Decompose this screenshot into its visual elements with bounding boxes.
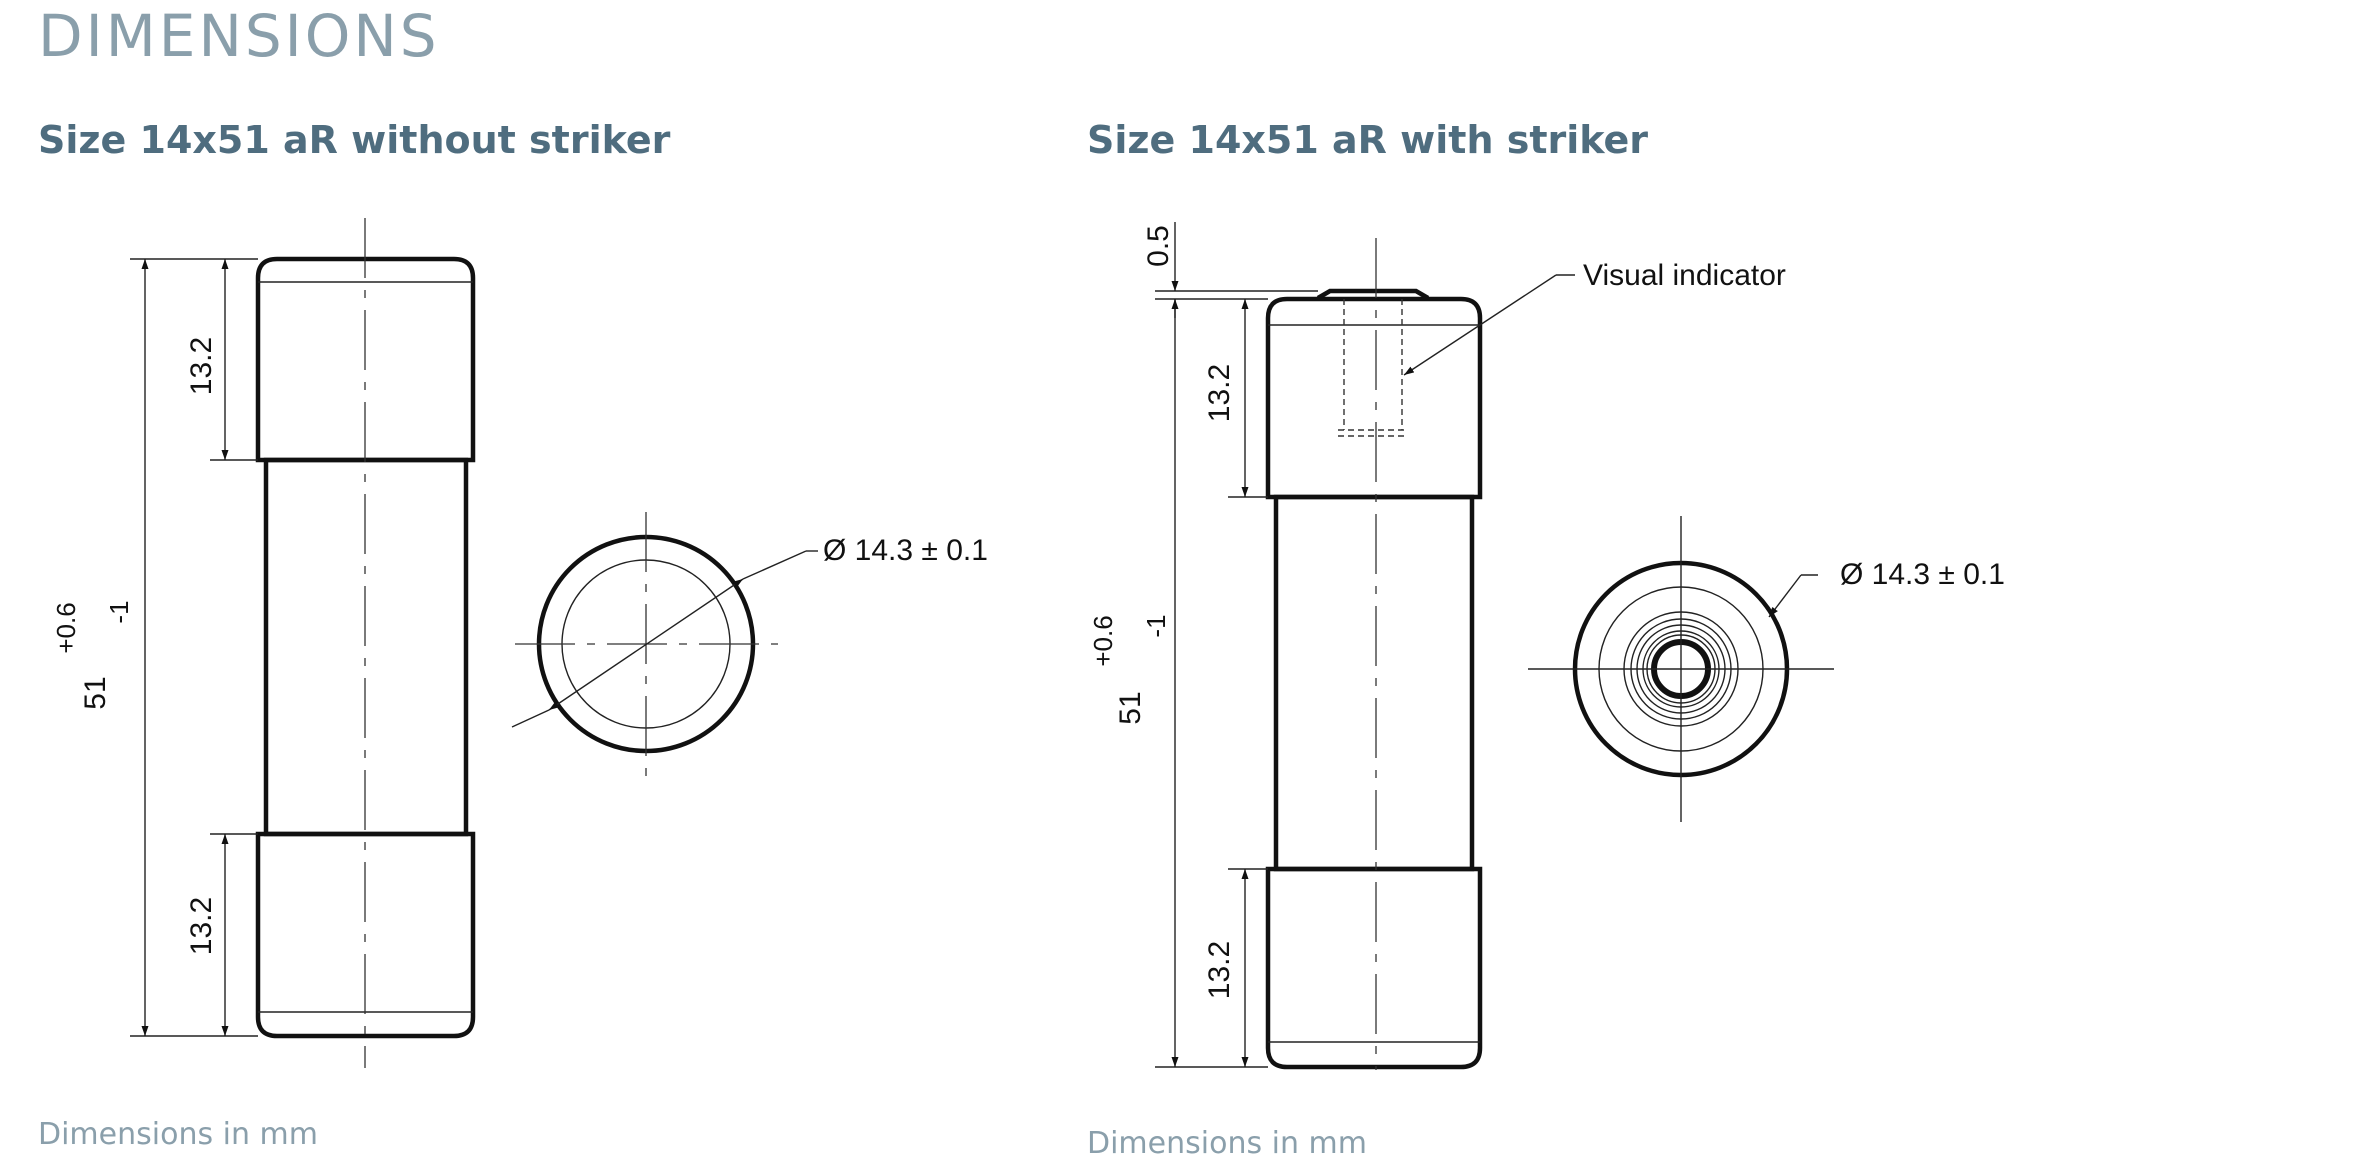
right-length-tol-plus: +0.6 (1088, 615, 1118, 666)
right-dimensions: 0.5 13.2 13.2 51 +0.6 -1 Visual indicato… (1088, 222, 1786, 1068)
left-top-cap-dim: 13.2 (185, 337, 218, 395)
left-body (263, 457, 469, 837)
striker (1316, 288, 1430, 300)
right-bottom-cap-dim: 13.2 (1203, 941, 1236, 999)
left-diameter-dim: Ø 14.3 ± 0.1 (823, 534, 988, 567)
right-body (1273, 494, 1475, 872)
right-section-title: Size 14x51 aR with striker (1087, 118, 1649, 162)
left-bottom-cap (255, 831, 476, 1039)
left-caption: Dimensions in mm (38, 1117, 318, 1152)
striker-dim: 0.5 (1142, 225, 1175, 267)
indicator-leader (1403, 274, 1557, 376)
left-fuse-side-view (255, 218, 476, 1068)
right-fuse-side-view (1265, 238, 1483, 1070)
left-bottom-cap-dim: 13.2 (185, 897, 218, 955)
left-length-tol-minus: -1 (104, 600, 134, 623)
right-caption: Dimensions in mm (1087, 1126, 1367, 1161)
right-top-cap-dim: 13.2 (1203, 364, 1236, 422)
left-length-dim: 51 (79, 676, 112, 709)
left-dimensions: 13.2 13.2 51 +0.6 -1 (51, 258, 258, 1037)
right-length-dim: 51 (1114, 691, 1147, 724)
left-length-tol-plus: +0.6 (51, 602, 81, 653)
left-fuse-end-view: Ø 14.3 ± 0.1 (511, 512, 988, 776)
page-title: DIMENSIONS (38, 2, 440, 70)
right-fuse-end-view: Ø 14.3 ± 0.1 (1528, 516, 2005, 822)
right-diameter-dim: Ø 14.3 ± 0.1 (1840, 558, 2005, 591)
left-section-title: Size 14x51 aR without striker (38, 118, 671, 162)
right-top-cap (1265, 296, 1483, 500)
left-top-cap (255, 256, 476, 463)
right-bottom-cap (1265, 866, 1483, 1070)
indicator-label: Visual indicator (1583, 259, 1786, 292)
right-length-tol-minus: -1 (1141, 614, 1171, 637)
